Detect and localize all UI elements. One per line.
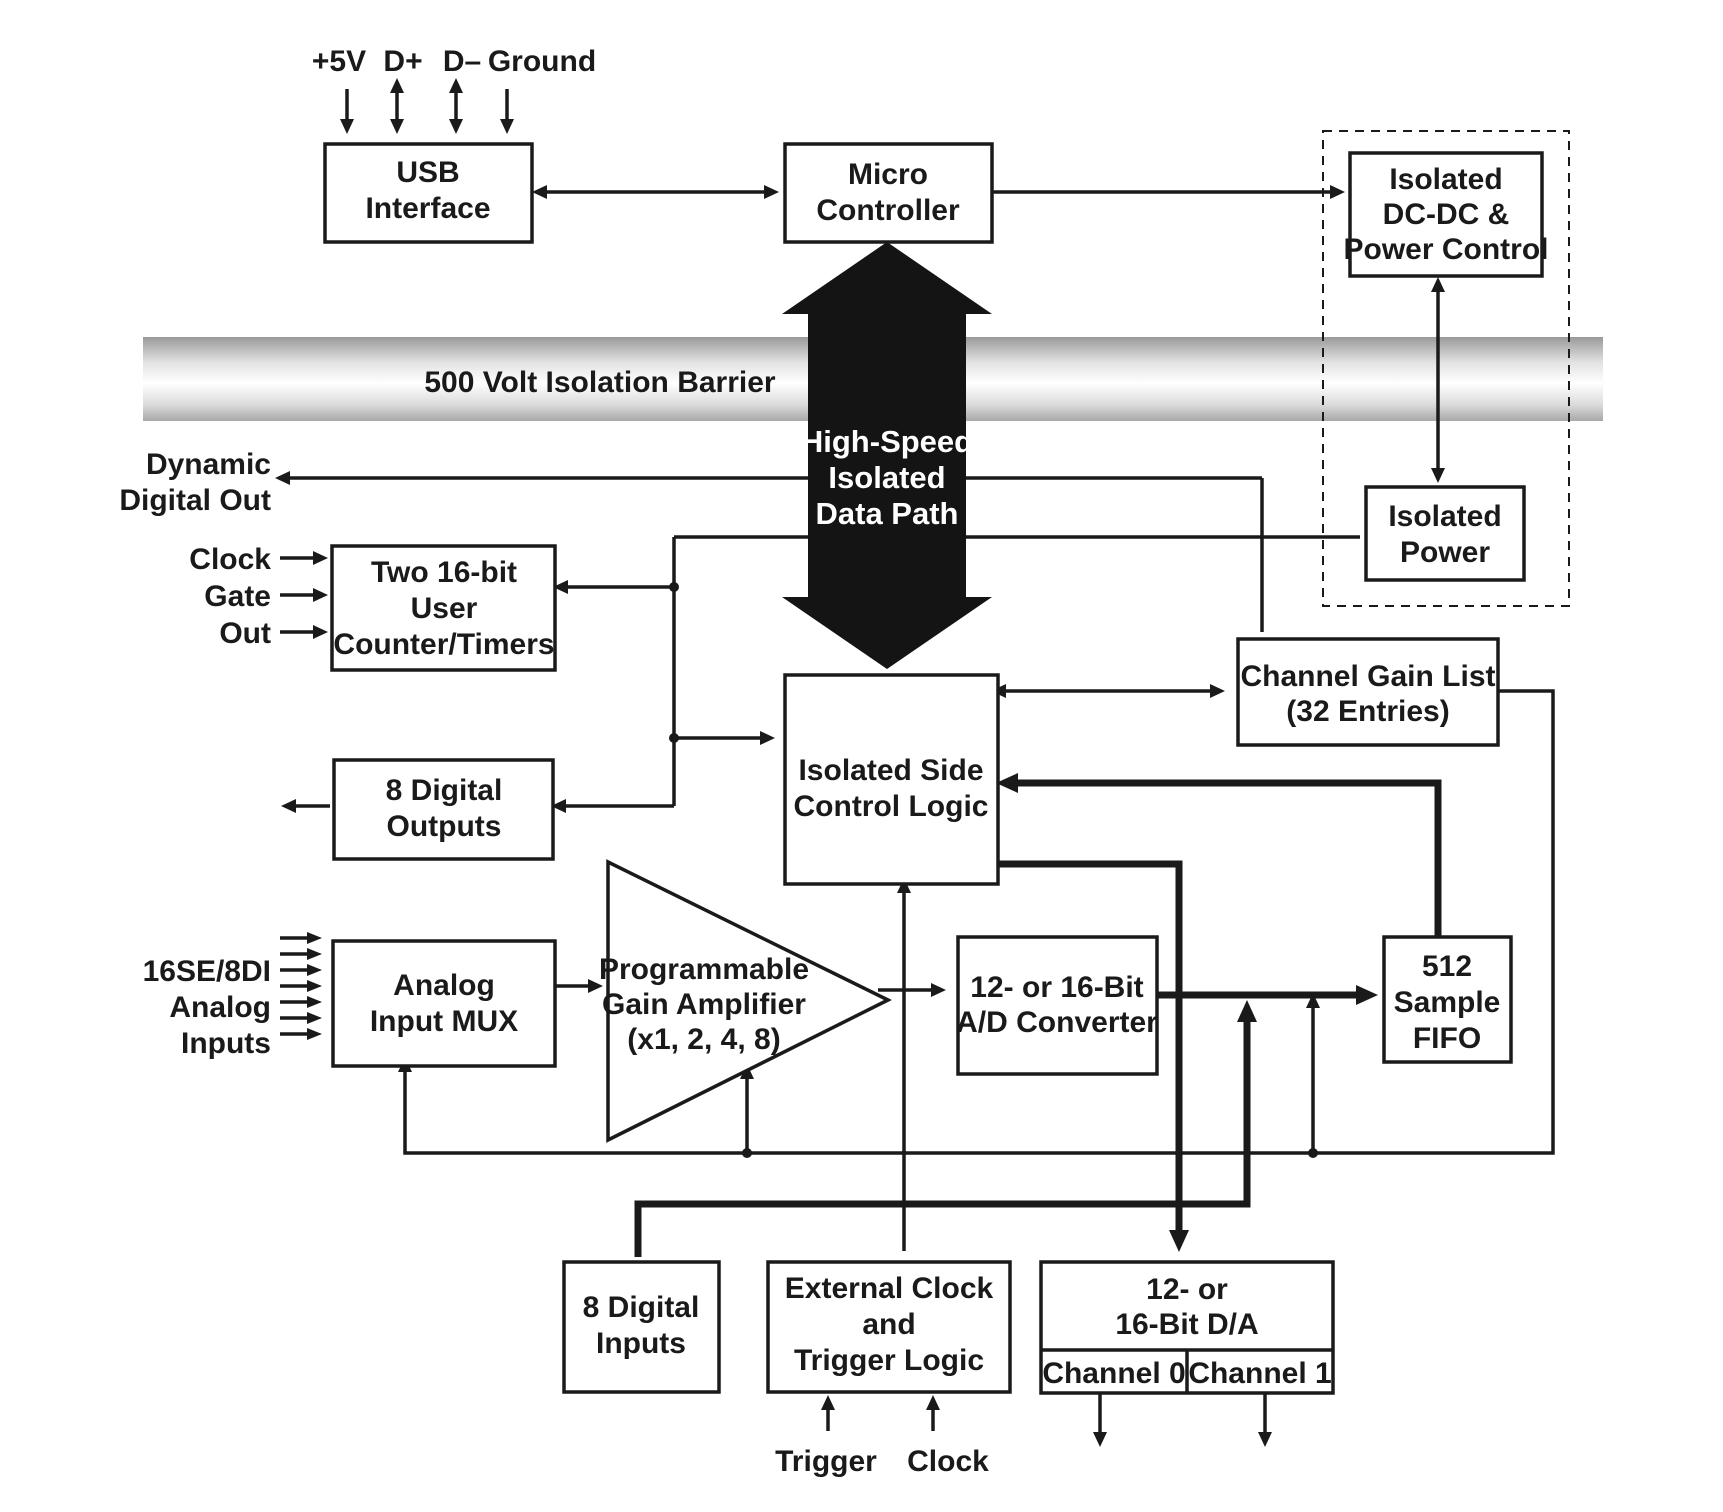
- svg-text:Power Control: Power Control: [1343, 233, 1548, 266]
- digital-outputs-block: 8 Digital Outputs: [332, 758, 555, 861]
- adc-block: 12- or 16-Bit A/D Converter: [956, 935, 1159, 1076]
- dac-block: 12- or 16-Bit D/A Channel 0 Channel 1: [1039, 1260, 1335, 1395]
- data-path-line-1: High-Speed: [801, 424, 973, 459]
- svg-text:Analog: Analog: [169, 991, 271, 1024]
- svg-text:Programmable: Programmable: [599, 953, 809, 986]
- isolated-power-block: Isolated Power: [1364, 485, 1526, 582]
- svg-text:Interface: Interface: [365, 192, 490, 225]
- micro-controller-block: Micro Controller: [783, 142, 994, 244]
- svg-text:Control Logic: Control Logic: [794, 790, 989, 823]
- svg-text:(32 Entries): (32 Entries): [1286, 695, 1449, 728]
- connections: [275, 78, 1555, 1447]
- usb-interface-block: USB Interface: [323, 142, 534, 244]
- svg-text:Dynamic: Dynamic: [146, 448, 271, 481]
- data-path-line-2: Isolated: [828, 460, 945, 495]
- pga-block: Programmable Gain Amplifier (x1, 2, 4, 8…: [599, 859, 892, 1143]
- data-path-line-3: Data Path: [816, 496, 959, 531]
- svg-text:Isolated: Isolated: [1389, 163, 1502, 196]
- svg-text:512: 512: [1422, 950, 1472, 983]
- control-logic-block: Isolated Side Control Logic: [783, 673, 1000, 886]
- usb-signal-ground: Ground: [488, 45, 596, 78]
- dynamic-digital-out-label: Dynamic Digital Out: [119, 448, 271, 517]
- svg-text:8 Digital: 8 Digital: [583, 1291, 700, 1324]
- svg-text:User: User: [411, 592, 478, 625]
- svg-text:FIFO: FIFO: [1413, 1022, 1481, 1055]
- analog-inputs-label: 16SE/8DI Analog Inputs: [143, 955, 271, 1060]
- svg-text:Inputs: Inputs: [181, 1027, 271, 1060]
- svg-text:A/D Converter: A/D Converter: [956, 1006, 1158, 1039]
- analog-input-mux-block: Analog Input MUX: [331, 939, 557, 1068]
- svg-text:Trigger Logic: Trigger Logic: [794, 1344, 984, 1377]
- dac-channel-0: Channel 0: [1042, 1357, 1185, 1390]
- usb-signal-dplus: D+: [383, 45, 422, 78]
- dac-channel-1: Channel 1: [1188, 1357, 1331, 1390]
- thick-data-paths: [634, 773, 1442, 1257]
- isolated-power-section: [1322, 130, 1570, 607]
- counter-timers-block: Two 16-bit User Counter/Timers: [330, 544, 557, 672]
- svg-text:8 Digital: 8 Digital: [386, 774, 503, 807]
- svg-text:Sample: Sample: [1394, 986, 1501, 1019]
- external-clock-block: External Clock and Trigger Logic: [766, 1260, 1012, 1394]
- svg-text:Gate: Gate: [204, 580, 271, 613]
- svg-text:Counter/Timers: Counter/Timers: [333, 628, 554, 661]
- svg-text:Isolated Side: Isolated Side: [798, 754, 983, 787]
- svg-text:External Clock: External Clock: [785, 1272, 994, 1305]
- svg-text:Isolated: Isolated: [1388, 500, 1501, 533]
- trigger-label: Trigger: [775, 1445, 877, 1478]
- fifo-block: 512 Sample FIFO: [1382, 935, 1513, 1064]
- svg-text:12- or 16-Bit: 12- or 16-Bit: [970, 971, 1143, 1004]
- svg-text:Channel Gain List: Channel Gain List: [1240, 660, 1495, 693]
- svg-text:Outputs: Outputs: [387, 810, 502, 843]
- svg-text:16-Bit D/A: 16-Bit D/A: [1115, 1308, 1258, 1341]
- svg-text:Inputs: Inputs: [596, 1327, 686, 1360]
- svg-text:Gain Amplifier: Gain Amplifier: [602, 988, 806, 1021]
- svg-text:Out: Out: [219, 617, 271, 650]
- svg-text:USB: USB: [396, 156, 459, 189]
- svg-text:Two 16-bit: Two 16-bit: [371, 556, 517, 589]
- clock-label: Clock: [907, 1445, 989, 1478]
- svg-text:Digital Out: Digital Out: [119, 484, 271, 517]
- svg-text:Controller: Controller: [816, 194, 960, 227]
- svg-text:Input MUX: Input MUX: [370, 1005, 518, 1038]
- svg-text:16SE/8DI: 16SE/8DI: [143, 955, 271, 988]
- isolated-dcdc-block: Isolated DC-DC & Power Control: [1343, 151, 1549, 278]
- usb-signal-dminus: D–: [443, 45, 481, 78]
- high-speed-data-path: High-Speed Isolated Data Path: [782, 242, 992, 669]
- channel-gain-list-block: Channel Gain List (32 Entries): [1236, 637, 1500, 747]
- analog-input-arrows: [280, 932, 322, 1040]
- svg-text:(x1, 2, 4, 8): (x1, 2, 4, 8): [627, 1023, 780, 1056]
- svg-text:Power: Power: [1400, 536, 1490, 569]
- svg-text:12- or: 12- or: [1146, 1273, 1228, 1306]
- svg-text:Clock: Clock: [189, 543, 271, 576]
- usb-signal-labels: +5V D+ D– Ground: [312, 45, 596, 78]
- digital-inputs-block: 8 Digital Inputs: [562, 1260, 721, 1394]
- counter-input-labels: Clock Gate Out: [189, 543, 271, 650]
- svg-text:DC-DC &: DC-DC &: [1383, 198, 1510, 231]
- barrier-label: 500 Volt Isolation Barrier: [424, 366, 776, 399]
- usb-signal-5v: +5V: [312, 45, 366, 78]
- svg-text:Micro: Micro: [848, 158, 928, 191]
- svg-text:and: and: [862, 1308, 915, 1341]
- svg-text:Analog: Analog: [393, 969, 495, 1002]
